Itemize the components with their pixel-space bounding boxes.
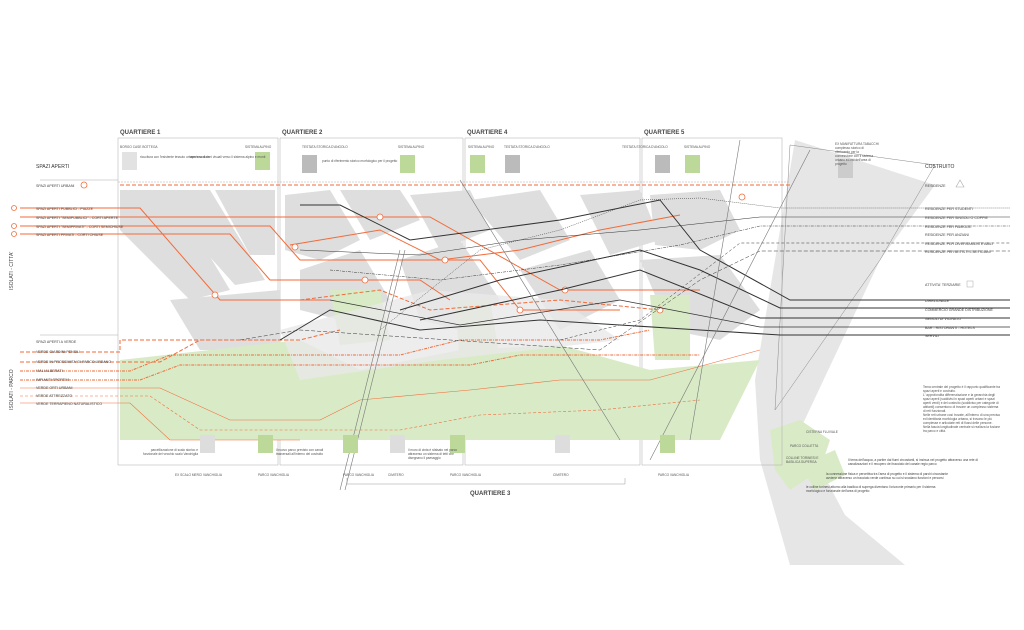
- label: riferimento per la: [835, 150, 859, 154]
- label: VERDE IN PROSSIMITA' DI PARCO URBANO: [36, 360, 111, 364]
- label: CIMITERO: [553, 473, 569, 477]
- label: CIMITERO: [388, 473, 404, 477]
- bottom-note: il nuovo parco previsto con canali trasv…: [276, 448, 324, 456]
- tertiary-square-icon: [966, 280, 974, 288]
- label: EX MANIFATTURA TABACCHI: [835, 142, 879, 146]
- label: SISTEMA ALPINO: [398, 145, 425, 149]
- residence-triangle-icon: [955, 179, 965, 188]
- label: ricucitura con l'esistente tessuto urban…: [140, 155, 210, 159]
- label: spazi aperti e costruito.: [923, 389, 956, 393]
- label: ISOLATI - PARCO: [9, 369, 15, 410]
- label: tra parco e città.: [923, 429, 946, 433]
- label: VERDE ATTREZZATO: [36, 394, 72, 398]
- label: DIREZIONALE: [925, 299, 950, 303]
- label: RESIDENZE PER ARTISTI E ARTIGIANI: [925, 250, 991, 254]
- label: SPAZI APERTI "SEMIPRIVATI" - CORTI SEMIC…: [36, 225, 124, 229]
- bottom-labels: EX SCALO MERCI VANCHIGLIA PARCO VANCHIGL…: [142, 448, 690, 477]
- landscape-note: Il tema dell'acqua, a partire dai fiumi …: [848, 458, 978, 466]
- label: RESIDENZE PER DIVERSAMENTE ABILI: [925, 242, 993, 246]
- label: abitanti) consentono di trovare un compl…: [923, 405, 999, 409]
- quarter-5-title: QUARTIERE 5: [644, 130, 685, 136]
- label: BORGO CASE BOTTEGA: [120, 145, 158, 149]
- label: SPAZI APERTI: [36, 164, 69, 170]
- quarter-2-title: QUARTIERE 2: [282, 130, 323, 136]
- label: PARCO VANCHIGLIA: [343, 473, 375, 477]
- label: PARCO COLLETTA: [790, 444, 819, 448]
- label: Tema centrale del progetto è il rapporto…: [923, 385, 1000, 389]
- project-description: Tema centrale del progetto è il rapporto…: [923, 385, 1000, 433]
- label: VIALI ALBERATI: [36, 369, 63, 373]
- quarter-3-bracket: [346, 478, 626, 485]
- label: SISTEMA ALPINO: [245, 145, 272, 149]
- label: SPAZI APERTI PRIVATI - CORTI CHIUSE: [36, 233, 104, 237]
- label: IMPIANTI SPORTIVI: [36, 378, 69, 382]
- label: RESIDENZE PER SINGOLI O COPPIE: [925, 216, 989, 220]
- label: CISTERNA FLUVIALE: [806, 430, 838, 434]
- bottom-note: parcellizzazione di scalo storico e funz…: [142, 448, 198, 456]
- label: SPAZI APERTI "SEMIPUBBLICI" - CORTI APER…: [36, 216, 119, 220]
- label: NEGOZI DI VICINATO: [925, 317, 961, 321]
- label: SPAZI APERTI A VERDE: [36, 340, 77, 344]
- label: SPAZI APERTI PUBBLICI - PIAZZE: [36, 207, 94, 211]
- pictogram-shields: [122, 152, 853, 453]
- landscape-note: le colline torinesi attorno alla basilic…: [806, 485, 936, 493]
- label: ISOLATI - CITTA': [9, 252, 15, 290]
- label: VERDE TERRAPIENO NATURALISTICO: [36, 402, 102, 406]
- landscape-note: la connessione fisica e percettiva tra l…: [826, 472, 948, 480]
- open-space-network: [20, 184, 790, 441]
- label: ATTIVITA' TERZIARIE: [925, 283, 961, 287]
- left-legend: SPAZI APERTI SPAZI APERTI URBANI SPAZI A…: [9, 164, 124, 410]
- right-legend: COSTRUITO RESIDENZE RESIDENZE PER STUDEN…: [925, 164, 993, 338]
- label: SISTEMA ALPINO: [468, 145, 495, 149]
- label: BASILICA SUPERGA: [786, 460, 818, 464]
- label: RESIDENZE PER FAMIGLIE: [925, 225, 972, 229]
- label: aperti verdi) e del costruito (suddiviso…: [923, 401, 999, 405]
- top-labels: BORGO CASE BOTTEGA SISTEMA ALPINO TESTAT…: [120, 145, 711, 163]
- label: PARCO VANCHIGLIA: [658, 473, 690, 477]
- landscape-green: [800, 450, 845, 490]
- label: punto di riferimento storico morfologico…: [322, 159, 398, 163]
- label: PARCO VANCHIGLIA: [258, 473, 290, 477]
- bottom-note: il muro di cinta è sfalsato nel parco at…: [408, 448, 458, 460]
- label: apertura di coni visuali verso il sistem…: [190, 155, 266, 159]
- label: TESTATA STORICA D'ANGOLO: [622, 145, 668, 149]
- label: connessione con il sistema: [835, 154, 873, 158]
- label: Nella fascia longitudinale centrale si r…: [923, 425, 1000, 429]
- label: complesse e articolate reti di flussi de…: [923, 421, 993, 425]
- label: BAR - RISTORANTI - HOTELS: [925, 326, 975, 330]
- label: RESIDENZE: [925, 184, 946, 188]
- right-outline: [774, 144, 936, 411]
- label: progetto: [835, 162, 847, 166]
- label: TESTATA STORICA D'ANGOLO: [302, 145, 348, 149]
- label: VERDE GIARDINI PENSILI: [36, 350, 80, 354]
- quarter-4-title: QUARTIERE 4: [467, 130, 508, 136]
- label: SISTEMA ALPINO: [684, 145, 711, 149]
- label: RESIDENZE PER ANZIANI: [925, 233, 969, 237]
- label: COSTRUITO: [925, 164, 954, 170]
- label: L' approfondita differenziazione e la ge…: [923, 393, 995, 397]
- label: RESIDENZE PER STUDENTI: [925, 207, 973, 211]
- quarter-1-title: QUARTIERE 1: [120, 130, 161, 136]
- central-strip: [280, 290, 620, 380]
- label: complesso storico di: [835, 146, 864, 150]
- quarter-3-title: QUARTIERE 3: [470, 491, 511, 497]
- label: COMMERCIO GRANDE DISTRIBUZIONE: [925, 308, 993, 312]
- label: di reti funzionali.: [923, 409, 946, 413]
- node-circles: [11, 181, 746, 314]
- label: VERDE ORTI URBANI: [36, 386, 72, 390]
- manifattura-note: EX MANIFATTURA TABACCHI complesso storic…: [835, 142, 879, 166]
- label: COLLINE TORINESI E: [786, 456, 818, 460]
- landscape-labels: CISTERNA FLUVIALE PARCO COLLETTA COLLINE…: [786, 430, 978, 493]
- label: EX SCALO MERCI VANCHIGLIA: [175, 473, 223, 477]
- label: PARCO VANCHIGLIA: [450, 473, 482, 477]
- label: ed identitaria morfologia urbana, si tro…: [923, 417, 992, 421]
- label: TESTATA STORICA D'ANGOLO: [504, 145, 550, 149]
- label: SPAZI APERTI URBANI: [36, 184, 74, 188]
- label: spazi aperti (suddivisi in spazi aperti …: [923, 397, 995, 401]
- label: SERVIZI: [925, 334, 939, 338]
- label: Nelle reti urbane così trovate, all'inte…: [923, 413, 1000, 417]
- label: urbano ed est dell'area di: [835, 158, 871, 162]
